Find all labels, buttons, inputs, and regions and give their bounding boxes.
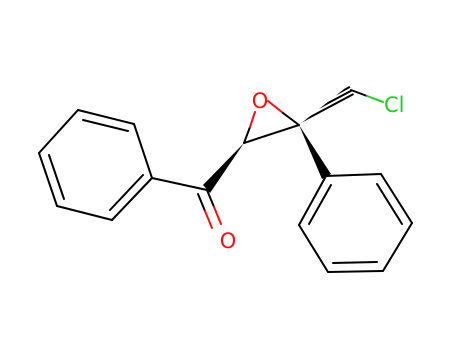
- carbonyl-oxygen-label: O: [220, 229, 237, 253]
- ch2-cl-bond: [366, 95, 384, 103]
- ring-bond: [38, 109, 79, 154]
- chloromethyl-bond: [350, 89, 384, 103]
- wedge-bond: [299, 125, 331, 179]
- ring-double-bond: [332, 261, 378, 264]
- carbonyl-double-bond: [204, 210, 213, 229]
- hashed-wedge-bond: [299, 85, 354, 125]
- ring-double-bond: [308, 184, 332, 225]
- ring-bond: [56, 205, 113, 221]
- phenyl-carbonyl-bond: [151, 177, 208, 191]
- epoxide-co-bond: [243, 126, 251, 144]
- ring-bond: [325, 173, 382, 177]
- epoxide-co-bond: [267, 100, 284, 114]
- ring-bond: [77, 109, 135, 125]
- ring-bond: [133, 123, 153, 179]
- epoxide-co-bond: [282, 112, 300, 126]
- epoxide-cc-bond: [243, 124, 300, 144]
- carbonyl-double-bond: [206, 189, 215, 208]
- wedge-bond: [203, 143, 244, 193]
- chlorine-label: Cl: [384, 93, 405, 117]
- carbonyl-double-bond: [197, 193, 206, 212]
- carbonyl-double-bond: [213, 206, 222, 225]
- ring-double-bond: [82, 119, 129, 132]
- ring-bond: [111, 177, 153, 221]
- epoxide-co-bond: [249, 111, 256, 128]
- ring-bond: [380, 173, 413, 224]
- ch2-cl-bond: [350, 89, 368, 97]
- ring-double-bond: [48, 154, 65, 200]
- ring-bond: [382, 222, 413, 272]
- epoxide-oxygen-label: O: [252, 89, 269, 113]
- ring-bond: [38, 152, 58, 207]
- ring-double-bond: [376, 183, 403, 225]
- ring-bond: [327, 270, 384, 273]
- ring-double-bond: [109, 174, 144, 211]
- carbonyl-group: [151, 177, 222, 229]
- ring-bond: [298, 224, 329, 273]
- right-phenyl-ring: [298, 173, 413, 273]
- left-phenyl-ring: [38, 109, 153, 221]
- epoxide-ring: [243, 100, 300, 144]
- ring-bond: [298, 175, 327, 226]
